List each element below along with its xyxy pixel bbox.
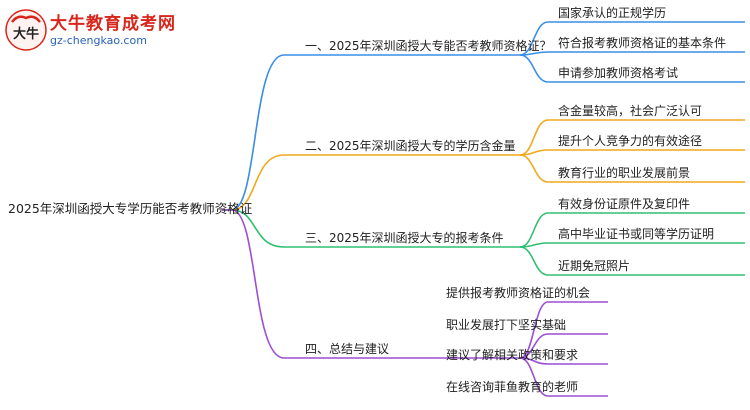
leaf-label-4-1: 提供报考教师资格证的机会 (446, 286, 591, 300)
logo-url: gz-chengkao.com (50, 34, 147, 47)
branch-label-2: 二、2025年深圳函授大专的学历含金量 (305, 139, 516, 153)
logo-mark-icon: 大牛 (5, 9, 47, 51)
leaf-label-3-2: 高中毕业证书或同等学历证明 (558, 227, 715, 241)
leaf-label-1-2: 符合报考教师资格证的基本条件 (558, 36, 727, 50)
leaf-connector-2-3 (519, 154, 745, 183)
leaf-connector-2-1 (519, 119, 745, 156)
mindmap-root: 2025年深圳函授大专学历能否考教师资格证 (8, 201, 253, 216)
branch-connector-2 (222, 154, 520, 211)
leaf-label-3-3: 近期免冠照片 (558, 259, 631, 273)
logo-mark-text: 大牛 (13, 26, 39, 42)
branch-label-1: 一、2025年深圳函授大专能否考教师资格证？ (305, 39, 552, 53)
leaf-connector-3-3 (519, 246, 745, 276)
branch-connector-1 (222, 54, 520, 211)
leaf-label-4-4: 在线咨询菲鱼教育的老师 (446, 380, 579, 394)
leaf-label-2-1: 含金量较高，社会广泛认可 (558, 104, 703, 118)
leaf-connector-3-2 (519, 242, 745, 248)
leaf-label-4-2: 职业发展打下坚实基础 (446, 318, 567, 332)
branch-connector-4 (222, 209, 520, 359)
leaf-connector-2-2 (519, 149, 745, 156)
branch-label-4: 四、总结与建议 (305, 342, 390, 356)
site-logo[interactable]: 大牛 大牛教育成考网 gz-chengkao.com (4, 4, 176, 56)
leaf-label-2-3: 教育行业的职业发展前景 (558, 166, 691, 180)
logo-title: 大牛教育成考网 (50, 14, 176, 34)
leaf-label-3-1: 有效身份证原件及复印件 (558, 197, 691, 211)
leaf-label-4-3: 建议了解相关政策和要求 (446, 348, 579, 362)
leaf-connector-1-2 (519, 51, 745, 56)
leaf-label-2-2: 提升个人竞争力的有效途径 (558, 134, 703, 148)
leaf-connector-4-1 (519, 301, 608, 359)
leaf-connector-1-3 (519, 54, 745, 83)
leaf-connector-1-1 (519, 21, 745, 56)
leaf-label-1-3: 申请参加教师资格考试 (558, 66, 679, 80)
leaf-connector-3-1 (519, 212, 745, 248)
branch-label-3: 三、2025年深圳函授大专的报考条件 (305, 231, 504, 245)
leaf-connector-4-4 (519, 357, 608, 397)
leaf-connector-4-2 (519, 333, 608, 359)
leaf-label-1-1: 国家承认的正规学历 (558, 6, 667, 20)
